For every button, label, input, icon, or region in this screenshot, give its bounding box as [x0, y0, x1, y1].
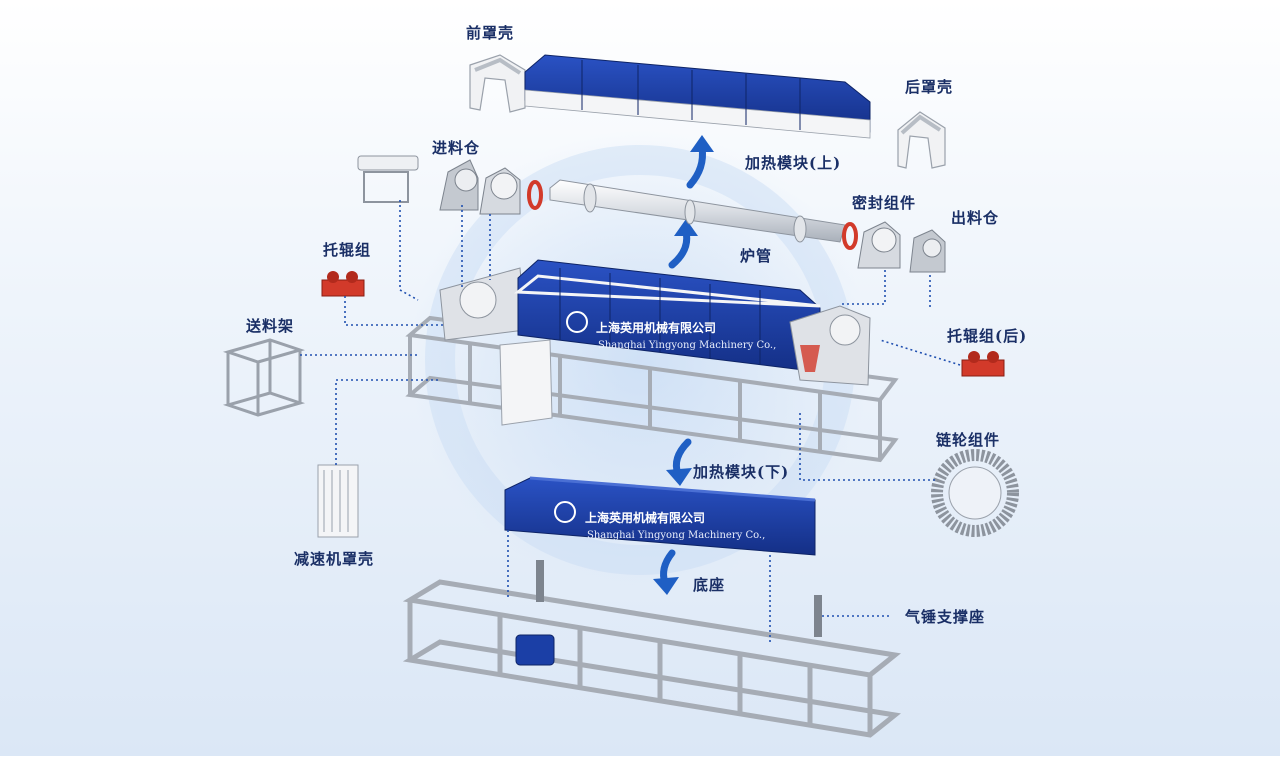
rear-cover-shell [897, 111, 946, 169]
roller-group-rear [961, 351, 1005, 377]
label-front-cover: 前罩壳 [466, 24, 515, 42]
front-cover-shell [469, 54, 526, 113]
label-roller-set: 托辊组 [323, 241, 372, 259]
base-motor [515, 634, 555, 666]
label-furnace-tube: 炉管 [740, 247, 773, 265]
logo-cn-middle: 上海英用机械有限公司 [596, 320, 716, 335]
label-discharge-bin: 出料仓 [951, 209, 1000, 227]
feed-bin-part [439, 159, 521, 215]
arrow-down-base [653, 549, 679, 595]
arrow-up-tube [668, 219, 698, 269]
label-reducer-cover: 减速机罩壳 [294, 550, 375, 568]
arrow-down-lower [666, 438, 692, 486]
reducer-cover-part [317, 464, 359, 538]
logo-cn-lower: 上海英用机械有限公司 [585, 510, 705, 525]
heating-module-upper [524, 54, 871, 139]
leader-lines [300, 200, 961, 645]
label-rear-cover: 后罩壳 [905, 78, 954, 96]
heating-module-lower: 上海英用机械有限公司 Shanghai Yingyong Machinery C… [504, 476, 816, 556]
feed-rack-part [222, 338, 306, 417]
logo-en-middle: Shanghai Yingyong Machinery Co., [598, 340, 776, 351]
company-logo-mark [566, 311, 588, 333]
label-roller-set-rear: 托辊组(后) [947, 327, 1028, 345]
heating-module-assembled: 上海英用机械有限公司 Shanghai Yingyong Machinery C… [513, 259, 821, 373]
label-feed-rack: 送料架 [246, 317, 295, 335]
label-base: 底座 [693, 576, 726, 594]
label-heating-module-lower: 加热模块(下) [693, 463, 790, 481]
label-air-hammer-seat: 气锤支撑座 [905, 608, 986, 626]
air-hammer-seat-right [814, 595, 822, 637]
discharge-end-assembled [789, 305, 871, 386]
background-glow [410, 130, 870, 590]
seal-ring-left [527, 180, 543, 210]
chain-wheel-part [931, 449, 1019, 537]
label-chain-wheel: 链轮组件 [936, 431, 1001, 449]
seal-assembly-part [857, 221, 901, 269]
discharge-bin-part [909, 229, 946, 273]
label-seal-assembly: 密封组件 [852, 194, 917, 212]
gearbox-guard-assembled [499, 339, 553, 426]
base-frame-part [402, 579, 901, 738]
arrow-up-upper [686, 135, 714, 189]
feed-tube-fitting [357, 155, 419, 203]
assembled-frame [405, 315, 899, 463]
logo-en-lower: Shanghai Yingyong Machinery Co., [587, 530, 765, 541]
seal-ring-right [842, 222, 858, 250]
roller-group-front [321, 271, 365, 297]
air-hammer-seat-left [536, 560, 544, 602]
label-heating-module-upper: 加热模块(上) [745, 154, 842, 172]
label-feed-bin: 进料仓 [432, 139, 481, 157]
